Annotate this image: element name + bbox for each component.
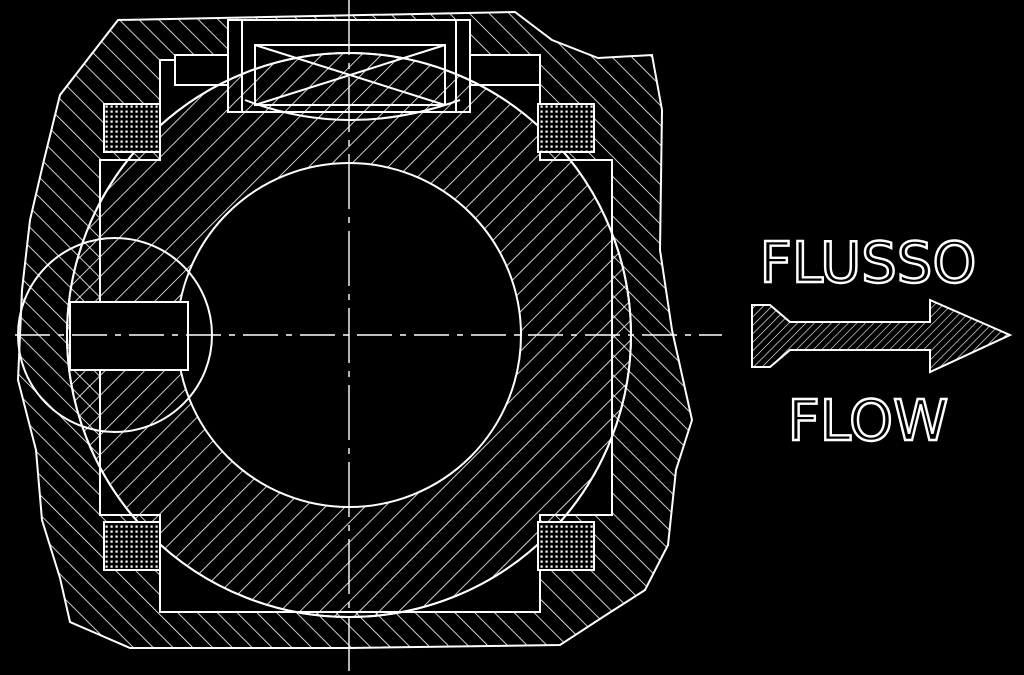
flow-arrow: [751, 298, 1013, 374]
stem-seat-arc: [244, 99, 461, 121]
valve-body: [16, 10, 694, 649]
seat-ring-top-right: [537, 103, 595, 153]
seat-ring-bottom-right: [537, 521, 595, 571]
seat-ring-bottom-left: [103, 521, 161, 571]
seat-ring-top-left: [103, 103, 161, 153]
left-passage: [69, 301, 189, 371]
upper-step-right: [469, 54, 541, 86]
flow-label-italian: FLUSSO: [760, 231, 977, 296]
center-lines: [15, 0, 722, 675]
upper-step: [174, 54, 229, 86]
flow-label-english: FLOW: [788, 389, 949, 454]
